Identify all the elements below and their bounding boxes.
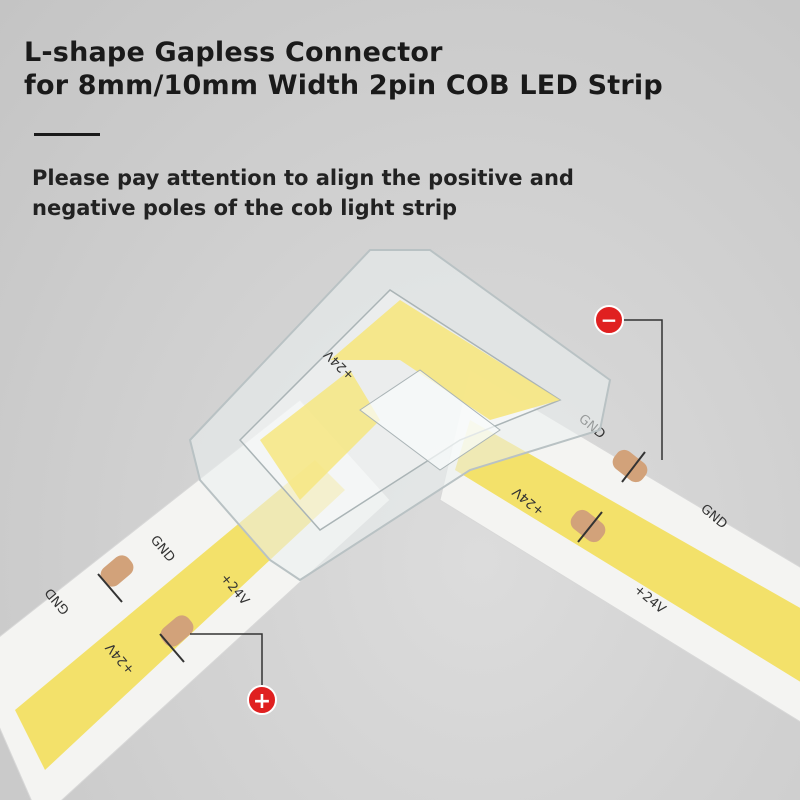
polarity-note: Please pay attention to align the positi… [32, 163, 574, 223]
note-line-2: negative poles of the cob light strip [32, 196, 458, 220]
plus-circle-icon [247, 685, 277, 715]
title-line-2: for 8mm/10mm Width 2pin COB LED Strip [24, 70, 663, 101]
page-title: L-shape Gapless Connector for 8mm/10mm W… [24, 36, 663, 102]
negative-marker: − [594, 305, 663, 460]
l-shape-connector: +24V [188, 249, 612, 582]
negative-symbol: − [601, 308, 618, 332]
minus-circle-icon [594, 305, 624, 335]
left-pads [97, 555, 194, 663]
title-line-1: L-shape Gapless Connector [24, 37, 443, 68]
note-line-1: Please pay attention to align the positi… [32, 166, 574, 190]
divider [34, 133, 100, 136]
positive-symbol: + [253, 689, 271, 714]
positive-marker: + [190, 633, 277, 715]
